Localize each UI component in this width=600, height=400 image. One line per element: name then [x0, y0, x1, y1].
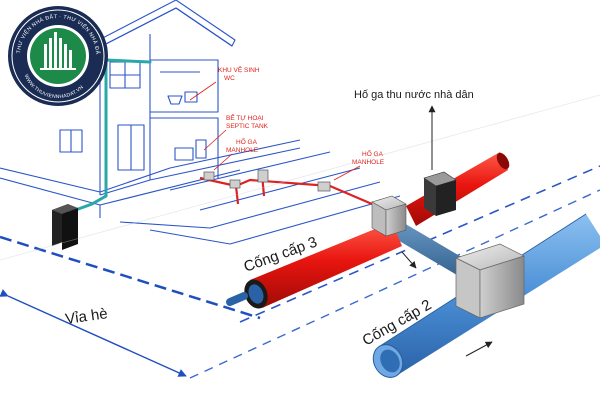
- house-collection-pit: [423, 171, 457, 216]
- downpipe-gully: [52, 204, 78, 250]
- septic-label-line2: SEPTIC TANK: [226, 123, 269, 130]
- wc-label-line1: KHU VỆ SINH: [218, 65, 260, 74]
- flow-arrow-sewer3: [401, 251, 417, 269]
- logo-building-mark: [40, 32, 76, 70]
- branch-connector-pipe: [384, 216, 470, 278]
- sewer-3-junction-box: [371, 195, 407, 237]
- street-lines: [0, 94, 600, 379]
- house-pit-label: Hố ga thu nước nhà dân: [354, 89, 474, 101]
- manhole-right-label-line1: HỐ GA: [362, 148, 384, 158]
- wc-label-line2: WC: [224, 75, 235, 82]
- fixture-labels: KHU VỆ SINH WC BỂ TỰ HOẠI SEPTIC TANK HỐ…: [189, 65, 385, 181]
- flow-arrow-sewer2: [465, 341, 493, 357]
- sidewalk-dimension: [0, 289, 187, 377]
- manhole-left-label-line1: HỐ GA: [236, 136, 258, 146]
- house-service-pipes: [199, 173, 373, 206]
- manhole-right-label-line2: MANHOLE: [352, 159, 385, 166]
- logo: THƯ VIỆN NHÀ ĐẤT · THƯ VIỆN NHÀ ĐẤT WWW.…: [0, 0, 108, 106]
- sidewalk-label: Vỉa hè: [64, 305, 108, 328]
- downpipe: [68, 46, 152, 214]
- house-small-pits: [203, 169, 331, 192]
- manhole-left-label-line2: MANHOLE: [226, 147, 259, 154]
- sewer-2-manhole: [455, 243, 525, 319]
- septic-label-line1: BỂ TỰ HOẠI: [226, 113, 264, 122]
